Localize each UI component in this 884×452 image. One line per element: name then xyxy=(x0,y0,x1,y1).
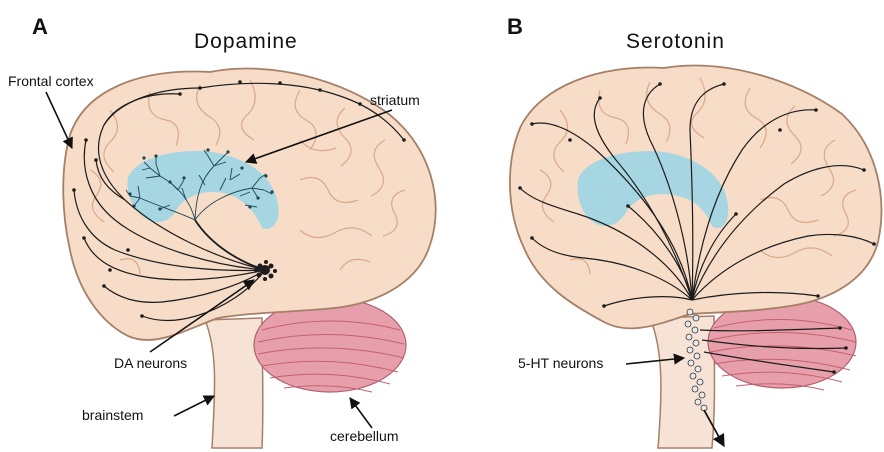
frontal-cortex-arrow xyxy=(46,92,72,148)
panel-a-letter: A xyxy=(32,14,48,39)
cerebellum-arrow xyxy=(350,398,372,428)
5ht-neurons-label: 5-HT neurons xyxy=(518,355,603,371)
panel-b-serotonin: B Serotonin 5-HT neurons xyxy=(507,14,881,448)
panel-a-dopamine: A Dopamine Frontal cortex striatum DA ne… xyxy=(8,14,436,448)
brainstem-b xyxy=(650,316,715,448)
panel-b-letter: B xyxy=(507,14,523,39)
brainstem-arrow xyxy=(174,396,214,416)
panel-a-title: Dopamine xyxy=(194,30,298,53)
da-neurons-label: DA neurons xyxy=(114,355,187,371)
cerebellum-label: cerebellum xyxy=(330,428,398,444)
panel-b-title: Serotonin xyxy=(626,30,725,53)
brainstem-a xyxy=(205,318,263,448)
frontal-cortex-label: Frontal cortex xyxy=(8,73,94,89)
brainstem-label: brainstem xyxy=(82,407,143,423)
striatum-label: striatum xyxy=(370,92,420,108)
